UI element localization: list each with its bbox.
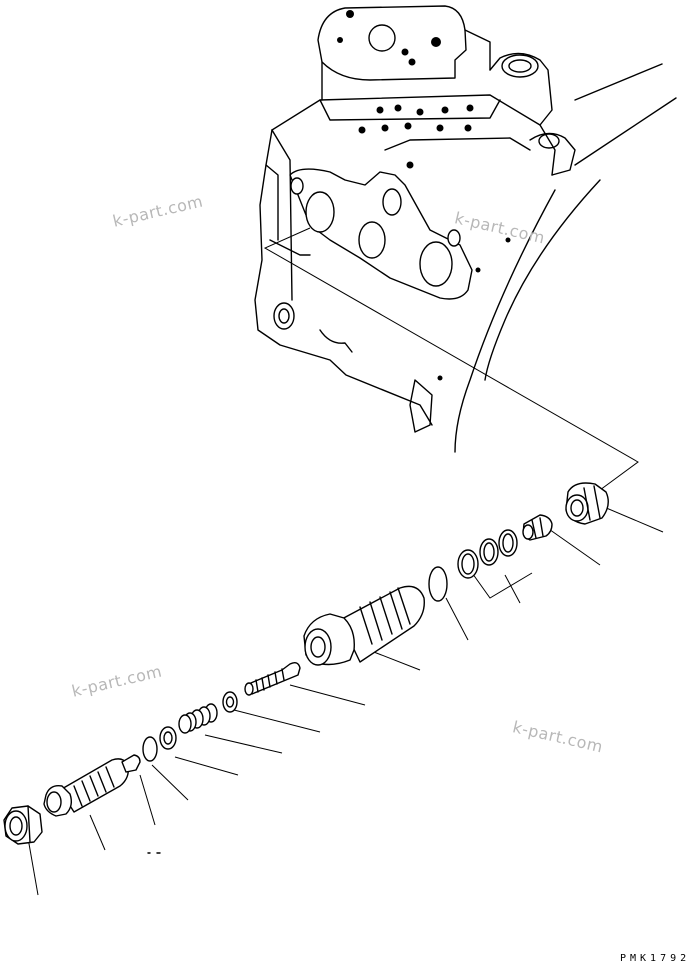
o-ring	[428, 566, 448, 602]
lock-nut	[3, 805, 43, 845]
backup-ring	[159, 726, 177, 750]
drawing-code: PMK1792	[620, 953, 691, 964]
valve-spool	[244, 661, 301, 696]
relief-valve-cartridge	[43, 754, 141, 817]
o-ring-set	[457, 529, 518, 579]
valve-sleeve	[303, 585, 425, 666]
valve-body-housing	[254, 5, 677, 453]
o-ring-small	[142, 736, 158, 762]
stopper-pin	[522, 514, 553, 541]
leader-lines	[27, 227, 664, 896]
shim-ring	[222, 691, 238, 713]
fitting-plug	[565, 482, 609, 525]
spring	[178, 703, 218, 734]
